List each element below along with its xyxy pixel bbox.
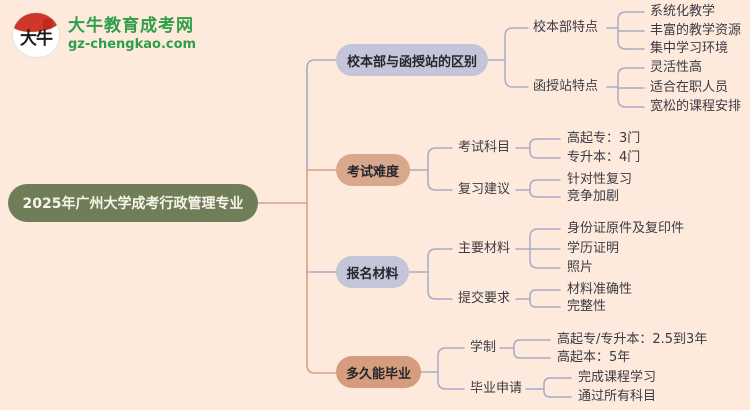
leaf-node: 完成课程学习 bbox=[578, 370, 657, 385]
leaf-node: 适合在职人员 bbox=[650, 80, 729, 95]
mid-node-station-features: 函授站特点 bbox=[533, 79, 599, 94]
site-url: gz-chengkao.com bbox=[68, 37, 197, 53]
leaf-node: 高起专：3门 bbox=[567, 131, 641, 146]
logo-seal-icon bbox=[43, 19, 52, 29]
branch-node-registration-materials: 报名材料 bbox=[336, 256, 409, 288]
root-node: 2025年广州大学成考行政管理专业 bbox=[8, 184, 258, 222]
mid-node-review-advice: 复习建议 bbox=[458, 182, 511, 197]
leaf-node: 通过所有科目 bbox=[578, 389, 657, 404]
leaf-node: 针对性复习 bbox=[567, 172, 633, 187]
mid-node-submission-requirements: 提交要求 bbox=[458, 291, 511, 306]
leaf-node: 专升本：4门 bbox=[567, 150, 641, 165]
leaf-node: 宽松的课程安排 bbox=[650, 99, 742, 114]
leaf-node: 高起专/专升本：2.5到3年 bbox=[557, 332, 708, 347]
leaf-node: 竞争加剧 bbox=[567, 189, 620, 204]
logo-text: 大牛教育成考网 gz-chengkao.com bbox=[68, 15, 197, 53]
leaf-node: 灵活性高 bbox=[650, 60, 703, 75]
mid-node-graduation-application: 毕业申请 bbox=[470, 381, 523, 396]
leaf-node: 身份证原件及复印件 bbox=[567, 221, 685, 236]
leaf-node: 材料准确性 bbox=[567, 282, 633, 297]
site-name: 大牛教育成考网 bbox=[68, 15, 194, 36]
leaf-node: 照片 bbox=[567, 260, 594, 275]
leaf-node: 高起本：5年 bbox=[557, 350, 631, 365]
mid-node-campus-features: 校本部特点 bbox=[533, 20, 599, 35]
site-logo: 大牛 大牛教育成考网 gz-chengkao.com bbox=[12, 12, 196, 58]
mid-node-main-materials: 主要材料 bbox=[458, 241, 511, 256]
leaf-node: 丰富的教学资源 bbox=[650, 23, 742, 38]
branch-node-campus-vs-station: 校本部与函授站的区别 bbox=[336, 44, 488, 76]
branch-node-graduation-time: 多久能毕业 bbox=[336, 356, 421, 388]
logo-bubble-icon: 大牛 bbox=[12, 12, 60, 58]
logo-characters: 大牛 bbox=[20, 29, 53, 49]
leaf-node: 学历证明 bbox=[567, 241, 620, 256]
leaf-node: 完整性 bbox=[567, 299, 607, 314]
leaf-node: 集中学习环境 bbox=[650, 41, 729, 56]
mid-node-study-duration: 学制 bbox=[470, 340, 497, 355]
leaf-node: 系统化教学 bbox=[650, 4, 716, 19]
branch-node-exam-difficulty: 考试难度 bbox=[336, 154, 410, 186]
mid-node-exam-subjects: 考试科目 bbox=[458, 140, 511, 155]
